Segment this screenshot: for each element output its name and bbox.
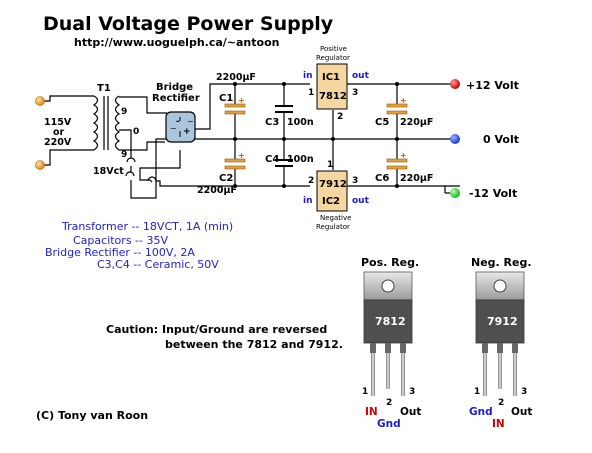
pos-pkg-pin2: 2	[386, 398, 392, 408]
pos-regulator-package: Pos. Reg. 7812 1 2 3 IN Gnd Out	[361, 256, 421, 430]
ic2-pin3: 3	[352, 176, 358, 186]
mains-voltage-3: 220V	[44, 137, 72, 148]
capacitor-c6: +	[386, 151, 408, 170]
bridge-rectifier	[165, 111, 196, 143]
caution-line-2: between the 7812 and 7912.	[165, 338, 343, 351]
c3-value: 100n	[287, 117, 314, 128]
copyright: (C) Tony van Roon	[36, 409, 148, 422]
ic2-pin2: 2	[308, 176, 314, 186]
minus12-label: -12 Volt	[469, 187, 517, 200]
minus12-terminal	[450, 188, 460, 198]
pos-pkg-heading: Pos. Reg.	[361, 256, 419, 269]
ic2-part: 7912	[319, 179, 347, 190]
neg-pkg-gnd: Gnd	[469, 406, 493, 418]
transformer	[92, 95, 121, 151]
zero-terminal	[450, 134, 460, 144]
spec-transformer: Transformer -- 18VCT, 1A (min)	[61, 220, 233, 233]
ic1-in: in	[303, 71, 313, 81]
mains-terminal-top	[35, 96, 45, 106]
mains-voltage-1: 115V	[44, 117, 72, 128]
c2-label: C2	[219, 173, 233, 184]
ic2-body	[316, 170, 348, 212]
c4-label: C4	[265, 154, 279, 165]
spec-capacitors: Capacitors -- 35V	[73, 234, 168, 247]
svg-text:+: +	[400, 151, 407, 160]
ic1-label: IC1	[322, 72, 340, 83]
ic1-pin3: 3	[352, 88, 358, 98]
neg-pkg-pin1: 1	[474, 387, 480, 397]
ic2-label: IC2	[322, 196, 340, 207]
spec-ceramic: C3,C4 -- Ceramic, 50V	[97, 258, 219, 271]
pos-pkg-pin3: 3	[409, 387, 415, 397]
c2-value: 2200µF	[197, 185, 237, 196]
pos-pkg-pin1: 1	[362, 387, 368, 397]
ic1-pin2: 2	[337, 112, 343, 122]
junction-dots	[233, 82, 399, 188]
capacitor-c2: +	[224, 151, 246, 170]
neg-pkg-part: 7912	[487, 315, 518, 328]
ic1-body	[316, 63, 348, 110]
plus12-terminal	[450, 79, 460, 89]
neg-regulator-caption-1: Negative	[320, 214, 351, 222]
ic1-pin1: 1	[308, 88, 314, 98]
pos-pkg-part: 7812	[375, 315, 406, 328]
mains-terminal-bottom	[35, 160, 45, 170]
pos-regulator-caption-1: Positive	[320, 45, 347, 53]
caution-line-1: Caution: Input/Ground are reversed	[106, 323, 327, 336]
bridge-plus-terminal: +	[183, 127, 191, 137]
c5-label: C5	[375, 117, 389, 128]
capacitor-c5: +	[386, 96, 408, 115]
capacitor-c3	[275, 105, 293, 113]
wires	[43, 83, 460, 199]
ic2-pin1: 1	[327, 160, 333, 170]
bridge-minus-terminal: -	[176, 117, 180, 127]
pos-pkg-out: Out	[400, 406, 421, 418]
neg-pkg-pin3: 3	[521, 387, 527, 397]
ic1-part: 7812	[319, 91, 347, 102]
pos-regulator-caption-2: Regulator	[316, 54, 350, 62]
neg-pkg-in: IN	[492, 418, 505, 430]
author-url: http://www.uoguelph.ca/~antoon	[74, 36, 279, 49]
neg-pkg-heading: Neg. Reg.	[471, 256, 532, 269]
pos-pkg-in: IN	[365, 406, 378, 418]
c1-label: C1	[219, 93, 233, 104]
transformer-rating: 18Vct	[93, 166, 124, 177]
spec-bridge: Bridge Rectifier -- 100V, 2A	[45, 246, 195, 259]
neg-pkg-out: Out	[511, 406, 532, 418]
neg-pkg-pin2: 2	[498, 398, 504, 408]
neg-regulator-caption-2: Regulator	[316, 223, 350, 231]
mains-voltage-2: or	[53, 127, 65, 138]
c6-label: C6	[375, 173, 389, 184]
c1-value: 2200µF	[216, 72, 256, 83]
page-title: Dual Voltage Power Supply	[43, 13, 334, 35]
transformer-tap-top: 9	[121, 107, 127, 117]
c5-value: 220µF	[400, 117, 433, 128]
neg-regulator-package: Neg. Reg. 7912 1 2 3 Gnd IN Out	[469, 256, 532, 430]
ic2-in: in	[303, 196, 313, 206]
bridge-label-1: Bridge	[156, 82, 193, 93]
capacitor-c4	[275, 159, 293, 167]
svg-text:+: +	[400, 96, 407, 105]
svg-text:+: +	[238, 96, 245, 105]
svg-text:+: +	[238, 151, 245, 160]
pos-pkg-gnd: Gnd	[377, 418, 401, 430]
zero-label: 0 Volt	[483, 133, 519, 146]
transformer-tap-center: 0	[133, 127, 139, 137]
c4-value: 100n	[287, 154, 314, 165]
plus12-label: +12 Volt	[466, 79, 519, 92]
c6-value: 220µF	[400, 173, 433, 184]
ic1-out: out	[352, 71, 370, 81]
bridge-tilde-1: ~	[170, 124, 177, 133]
bridge-tilde-2: ~	[187, 117, 194, 126]
bridge-label-2: Rectifier	[152, 93, 200, 104]
specs: Transformer -- 18VCT, 1A (min) Capacitor…	[45, 220, 233, 271]
c3-label: C3	[265, 117, 279, 128]
transformer-tap-bottom: 9	[121, 150, 127, 160]
ic2-out: out	[352, 196, 370, 206]
transformer-label: T1	[97, 83, 111, 94]
capacitor-c1: +	[224, 96, 246, 115]
